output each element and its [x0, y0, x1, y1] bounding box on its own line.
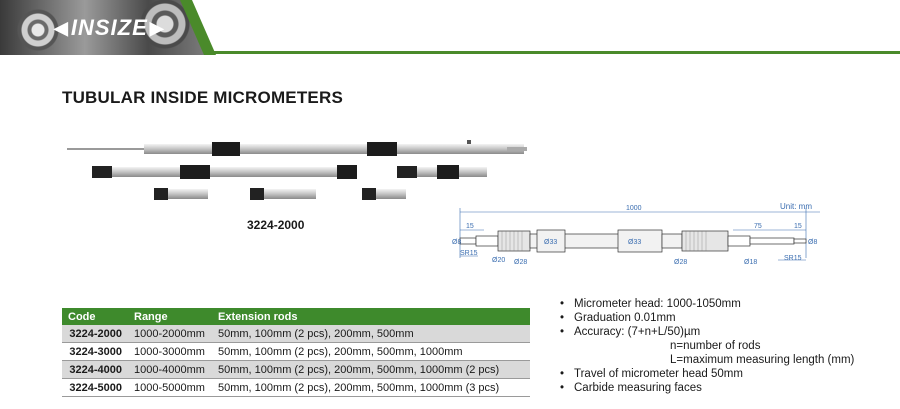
bullet-icon: • [560, 312, 565, 324]
table-row: 3224-3000 1000-3000mm 50mm, 100mm (2 pcs… [62, 342, 530, 361]
dim-sr-left: SR15 [460, 250, 478, 257]
accuracy-note: L=maximum measuring length (mm) [670, 354, 855, 366]
header-range: Range [128, 308, 212, 325]
bullet-icon: • [560, 298, 565, 310]
dim-d28b: Ø28 [674, 259, 687, 266]
list-item: •Graduation 0.01mm [560, 312, 676, 324]
dim-d28a: Ø28 [514, 259, 527, 266]
table-row: 3224-2000 1000-2000mm 50mm, 100mm (2 pcs… [62, 325, 530, 343]
dim-d8-right: Ø8 [808, 239, 817, 246]
drawing-unit: Unit: mm [780, 202, 812, 211]
banner-rule [205, 51, 900, 54]
brand-logo[interactable]: ◀ INSIZE ▶ [52, 15, 167, 40]
list-item: •Travel of micrometer head 50mm [560, 368, 743, 380]
logo-arrow-right-icon: ▶ [149, 17, 165, 38]
accuracy-note: n=number of rods [670, 340, 761, 352]
dim-d33b: Ø33 [628, 239, 641, 246]
cell-range: 1000-5000mm [128, 378, 212, 397]
cell-code: 3224-2000 [62, 325, 128, 343]
list-item: •Micrometer head: 1000-1050mm [560, 298, 741, 310]
dim-right-len-b: 15 [794, 223, 802, 230]
spec-table: Code Range Extension rods 3224-2000 1000… [62, 308, 530, 397]
cell-range: 1000-3000mm [128, 342, 212, 361]
cell-code: 3224-5000 [62, 378, 128, 397]
product-photo [67, 140, 527, 200]
cell-rods: 50mm, 100mm (2 pcs), 200mm, 500mm, 1000m… [212, 360, 530, 379]
cell-range: 1000-4000mm [128, 360, 212, 379]
bullet-icon: • [560, 368, 565, 380]
list-item: •Carbide measuring faces [560, 382, 702, 394]
dim-right-len-a: 75 [754, 223, 762, 230]
dim-left-len: 15 [466, 223, 474, 230]
dim-d33a: Ø33 [544, 239, 557, 246]
page-title: TUBULAR INSIDE MICROMETERS [62, 88, 343, 107]
dim-d20: Ø20 [492, 257, 505, 264]
cell-rods: 50mm, 100mm (2 pcs), 200mm, 500mm, 1000m… [212, 342, 530, 361]
header-extension-rods: Extension rods [212, 308, 530, 325]
table-row: 3224-5000 1000-5000mm 50mm, 100mm (2 pcs… [62, 378, 530, 397]
cell-code: 3224-3000 [62, 342, 128, 361]
cell-rods: 50mm, 100mm (2 pcs), 200mm, 500mm, 1000m… [212, 378, 530, 397]
header-code: Code [62, 308, 128, 325]
list-item: •Accuracy: (7+n+L/50)µm [560, 326, 701, 338]
dim-d18: Ø18 [744, 259, 757, 266]
banner-photo [0, 0, 212, 55]
table-row: 3224-4000 1000-4000mm 50mm, 100mm (2 pcs… [62, 360, 530, 379]
technical-drawing: 1000 15 75 15 Ø8 Ø8 SR15 SR15 Ø20 Ø28 Ø3… [452, 205, 820, 266]
cell-range: 1000-2000mm [128, 325, 212, 343]
cell-rods: 50mm, 100mm (2 pcs), 200mm, 500mm [212, 325, 530, 343]
header-banner: ◀ INSIZE ▶ [0, 0, 900, 55]
dim-total: 1000 [626, 205, 642, 212]
dim-sr-right: SR15 [784, 255, 802, 262]
photo-caption: 3224-2000 [247, 218, 305, 232]
logo-text: INSIZE [70, 15, 148, 40]
bullet-icon: • [560, 382, 565, 394]
feature-list: •Micrometer head: 1000-1050mm •Graduatio… [560, 297, 854, 395]
logo-arrow-left-icon: ◀ [54, 17, 69, 38]
cell-code: 3224-4000 [62, 360, 128, 379]
bullet-icon: • [560, 326, 565, 338]
spec-table-header: Code Range Extension rods [62, 308, 530, 325]
dim-d8-left: Ø8 [452, 239, 461, 246]
